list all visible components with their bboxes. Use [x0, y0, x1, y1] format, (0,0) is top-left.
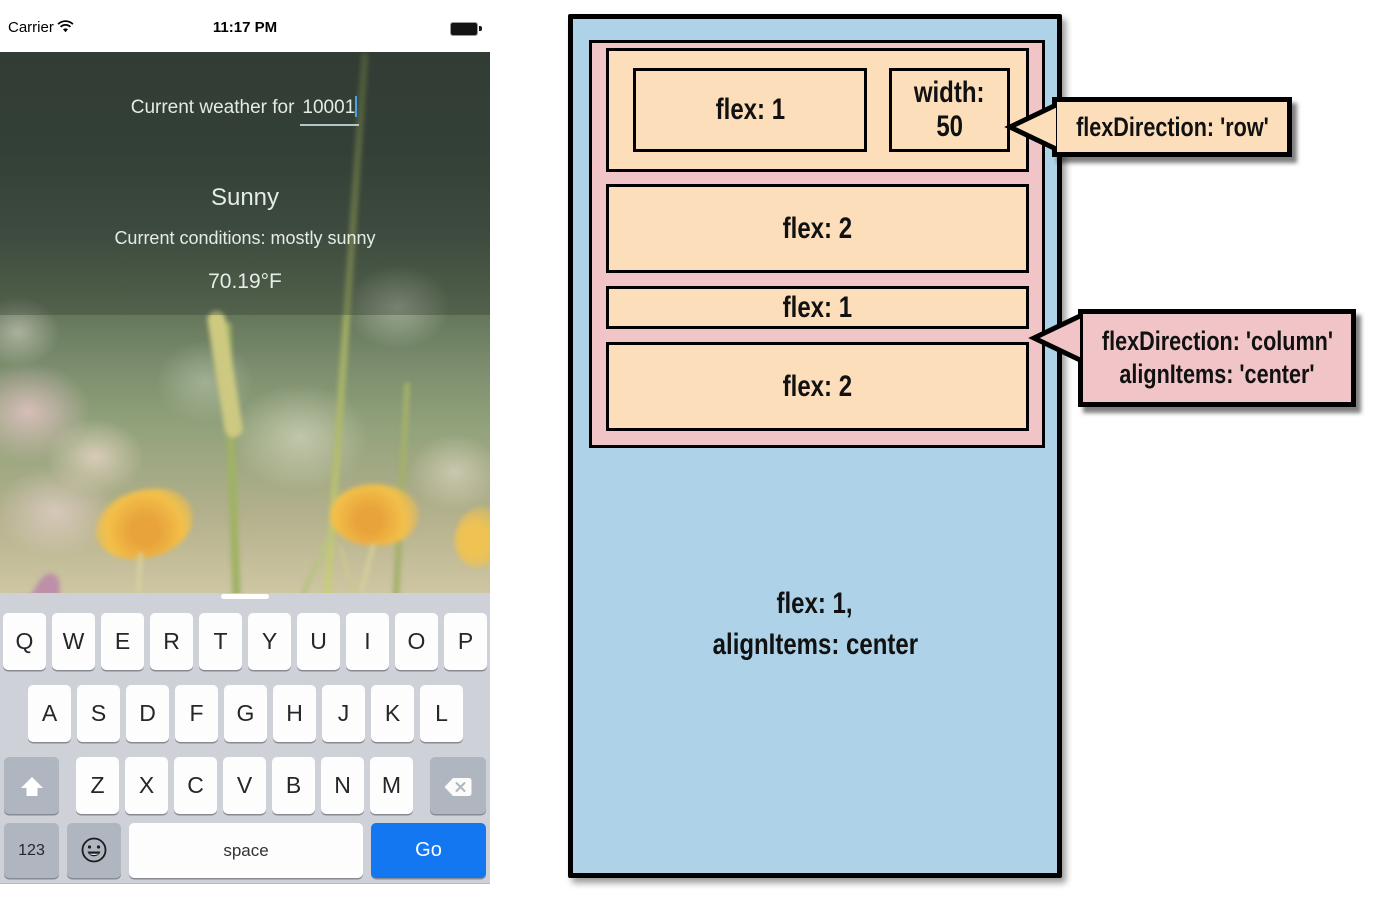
box-label: width:	[914, 76, 985, 109]
callout-flexdirection-row: flexDirection: 'row'	[1052, 97, 1292, 157]
key-b[interactable]: B	[272, 757, 315, 814]
box-label: flex: 2	[782, 369, 853, 403]
key-g[interactable]: G	[224, 685, 267, 742]
battery-icon	[450, 22, 478, 36]
diagram-box-flex2-a: flex: 2	[606, 184, 1029, 273]
diagram-box-flex1-row: flex: 1	[633, 68, 867, 152]
status-bar: Carrier 11:17 PM	[0, 0, 490, 52]
backspace-key[interactable]	[430, 757, 486, 814]
callout-column-arrow	[1028, 313, 1082, 363]
battery-icon-tip	[479, 26, 482, 31]
emoji-icon	[80, 835, 108, 863]
key-j[interactable]: J	[322, 685, 365, 742]
callout-flexdirection-column: flexDirection: 'column' alignItems: 'cen…	[1078, 309, 1356, 407]
shift-icon	[19, 772, 45, 798]
callout-row-arrow	[1004, 102, 1058, 152]
diagram-box-width50: width: 50	[889, 68, 1010, 152]
key-o[interactable]: O	[395, 613, 438, 670]
phone-screenshot: Carrier 11:17 PM	[0, 0, 490, 884]
box-label: flex: 1	[782, 290, 853, 324]
key-f[interactable]: F	[175, 685, 218, 742]
photo-dark-overlay	[0, 52, 490, 315]
key-v[interactable]: V	[223, 757, 266, 814]
photo-flora	[0, 52, 490, 593]
emoji-key[interactable]	[67, 823, 121, 878]
box-label: flex: 2	[782, 211, 853, 245]
keyboard-handle	[221, 594, 269, 599]
box-label: flex: 1	[715, 93, 785, 126]
clock-label: 11:17 PM	[212, 19, 278, 36]
key-u[interactable]: U	[297, 613, 340, 670]
diagram-box-flex1: flex: 1	[606, 286, 1029, 329]
key-c[interactable]: C	[174, 757, 217, 814]
key-l[interactable]: L	[420, 685, 463, 742]
key-s[interactable]: S	[77, 685, 120, 742]
key-q[interactable]: Q	[3, 613, 46, 670]
key-a[interactable]: A	[28, 685, 71, 742]
space-key[interactable]: space	[129, 823, 363, 878]
backspace-icon	[443, 772, 473, 798]
conditions-detail-label: Current conditions: mostly sunny	[114, 228, 376, 248]
carrier-label: Carrier	[8, 19, 54, 36]
numbers-key[interactable]: 123	[4, 823, 59, 878]
key-h[interactable]: H	[273, 685, 316, 742]
key-n[interactable]: N	[321, 757, 364, 814]
key-z[interactable]: Z	[76, 757, 119, 814]
key-w[interactable]: W	[52, 613, 95, 670]
key-r[interactable]: R	[150, 613, 193, 670]
go-key[interactable]: Go	[371, 823, 486, 878]
key-m[interactable]: M	[370, 757, 413, 814]
key-t[interactable]: T	[199, 613, 242, 670]
shift-key[interactable]	[4, 757, 59, 814]
zip-code-input[interactable]: 10001	[300, 96, 360, 126]
condition-label: Sunny	[210, 184, 280, 211]
key-x[interactable]: X	[125, 757, 168, 814]
key-k[interactable]: K	[371, 685, 414, 742]
temperature-label: 70.19°F	[208, 270, 282, 293]
key-i[interactable]: I	[346, 613, 389, 670]
key-y[interactable]: Y	[248, 613, 291, 670]
key-d[interactable]: D	[126, 685, 169, 742]
weather-prompt-label: Current weather for	[130, 97, 295, 118]
root-container-label: flex: 1, alignItems: center	[712, 587, 918, 661]
box-label: 50	[936, 110, 963, 143]
key-p[interactable]: P	[444, 613, 487, 670]
key-e[interactable]: E	[101, 613, 144, 670]
text-cursor	[355, 96, 358, 117]
diagram-box-flex2-b: flex: 2	[606, 342, 1029, 431]
wifi-icon	[57, 20, 74, 38]
